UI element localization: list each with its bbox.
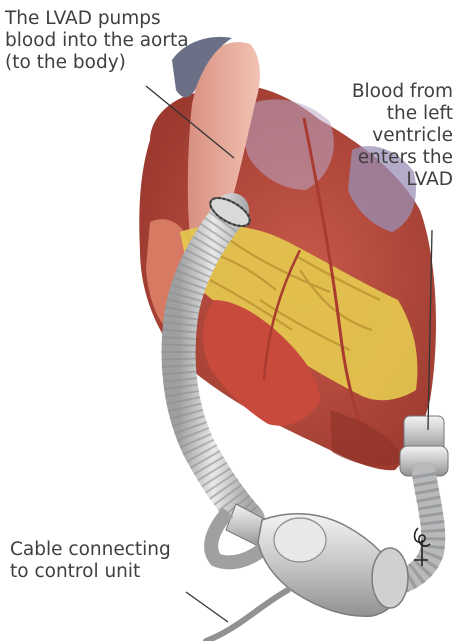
label-left-ventricle: Blood from the left ventricle enters the… [313, 81, 453, 191]
label-aorta: The LVAD pumps blood into the aorta (to … [5, 8, 255, 74]
leader-line-cable [186, 592, 228, 622]
lvad-pump [258, 514, 408, 617]
label-cable: Cable connecting to control unit [10, 539, 200, 583]
